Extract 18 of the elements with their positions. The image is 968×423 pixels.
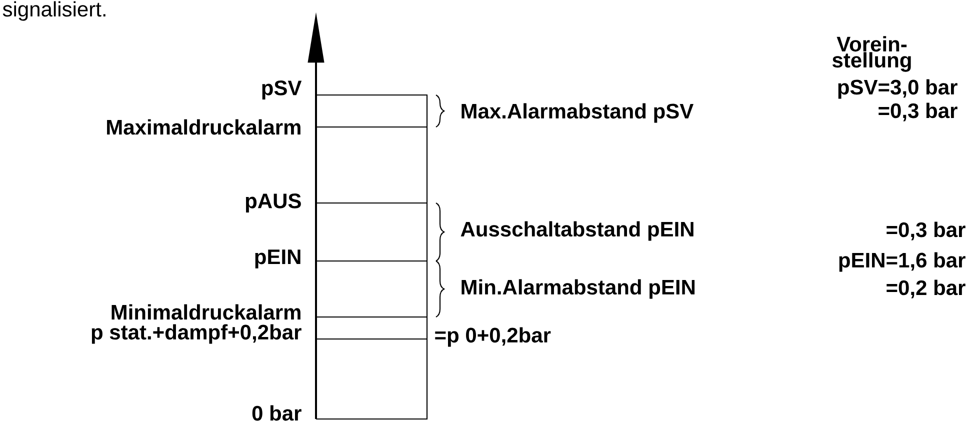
value-label: =0,2 bar <box>886 280 966 298</box>
level-label: pEIN <box>255 250 300 268</box>
level-label: p stat.+dampf+0,2bar <box>92 324 302 344</box>
level-label: pSV <box>262 80 302 100</box>
level-label: Minimaldruckalarm <box>112 304 300 320</box>
range-label: Min.Alarmabstand pEIN <box>462 279 695 299</box>
level-label: pAUS <box>246 193 301 212</box>
level-label: Maximaldruckalarm <box>107 119 300 135</box>
body-text: signalisiert. <box>2 1 106 21</box>
column-heading: Vorein- stellung <box>832 36 911 72</box>
value-label: pEIN=1,6 bar <box>839 252 966 272</box>
level-label: 0 bar <box>252 405 302 421</box>
value-label: =0,3 bar <box>878 102 958 122</box>
value-label: pSV=3,0 bar <box>838 79 958 99</box>
value-label: =0,3 bar <box>886 222 966 240</box>
range-label: Max.Alarmabstand pSV <box>462 103 694 123</box>
range-label: Ausschaltabstand pEIN <box>460 221 694 241</box>
value-label: =p 0+0,2bar <box>435 327 551 347</box>
